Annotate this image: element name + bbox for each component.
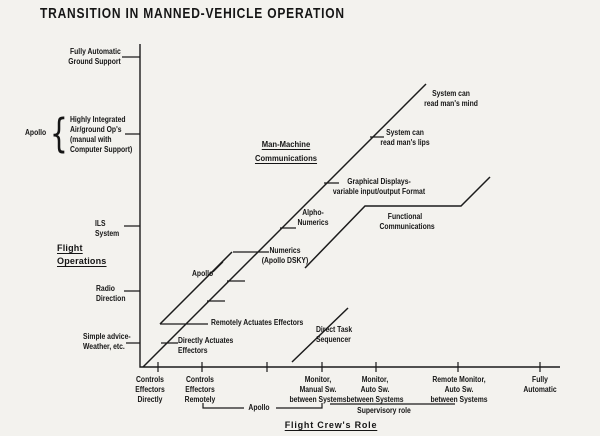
man-machine-communications-heading: Man-Machine Communications xyxy=(254,139,318,163)
step-dashes xyxy=(160,136,384,344)
x-axis-title: Flight Crew's Role xyxy=(284,420,378,430)
figure-title: TRANSITION IN MANNED-VEHICLE OPERATION xyxy=(40,5,345,22)
man-machine-diagonal xyxy=(142,83,427,368)
y-apollo-label: Apollo xyxy=(25,128,47,137)
point-alpha-numerics: Alpho- Numerics xyxy=(297,208,329,227)
supervisory-role-label: Supervisory role xyxy=(357,406,411,415)
direct-task-sequencer-label: Direct Task Sequencer xyxy=(316,325,353,344)
point-remotely-actuates-effectors: Remotely Actuates Effectors xyxy=(211,318,304,327)
x-axis-ticks xyxy=(157,362,541,372)
point-directly-actuates-effectors: Directly Actuates Effectors xyxy=(178,336,234,355)
x-label-fully-automatic: Fully Automatic xyxy=(523,375,557,394)
y-label-radio-direction: Radio Direction xyxy=(96,284,126,303)
y-label-highly-integrated: Highly Integrated Air/ground Op's (manua… xyxy=(70,115,133,154)
x-label-controls-effectors-directly: Controls Effectors Directly xyxy=(135,375,165,404)
point-system-can-read-mind: System can read man's mind xyxy=(424,89,478,108)
direct-task-sequencer-line xyxy=(291,307,349,363)
axes xyxy=(139,44,560,368)
y-label-fully-automatic-ground-support: Fully Automatic Ground Support xyxy=(68,47,121,66)
functional-communications-label: Functional Communications xyxy=(379,212,435,231)
y-axis-ticks xyxy=(122,56,140,344)
x-label-monitor-auto-sw: Monitor, Auto Sw. between Systems xyxy=(346,375,404,404)
apollo-band-diagonal xyxy=(159,251,233,325)
apollo-x-bracket xyxy=(202,403,323,409)
functional-communications-line xyxy=(304,176,491,269)
y-label-ils-system: ILS System xyxy=(95,219,120,238)
point-numerics-apollo-dsky: Numerics (Apollo DSKY) xyxy=(261,246,309,265)
x-apollo-span-label: Apollo xyxy=(248,403,270,412)
x-label-controls-effectors-remotely: Controls Effectors Remotely xyxy=(184,375,216,404)
y-axis-title: Flight Operations xyxy=(57,243,107,266)
apollo-leader xyxy=(212,261,224,273)
point-system-can-read-lips: System can read man's lips xyxy=(380,128,430,147)
y-label-simple-advice: Simple advice- Weather, etc. xyxy=(83,332,131,351)
x-label-remote-monitor-auto-sw: Remote Monitor, Auto Sw. between Systems xyxy=(430,375,488,404)
x-label-monitor-manual-sw: Monitor, Manual Sw. between Systems xyxy=(289,375,347,404)
point-graphical-displays: Graphical Displays- variable input/outpu… xyxy=(332,177,426,196)
apollo-brace: { xyxy=(50,111,68,157)
point-apollo-label: Apollo xyxy=(192,269,214,278)
